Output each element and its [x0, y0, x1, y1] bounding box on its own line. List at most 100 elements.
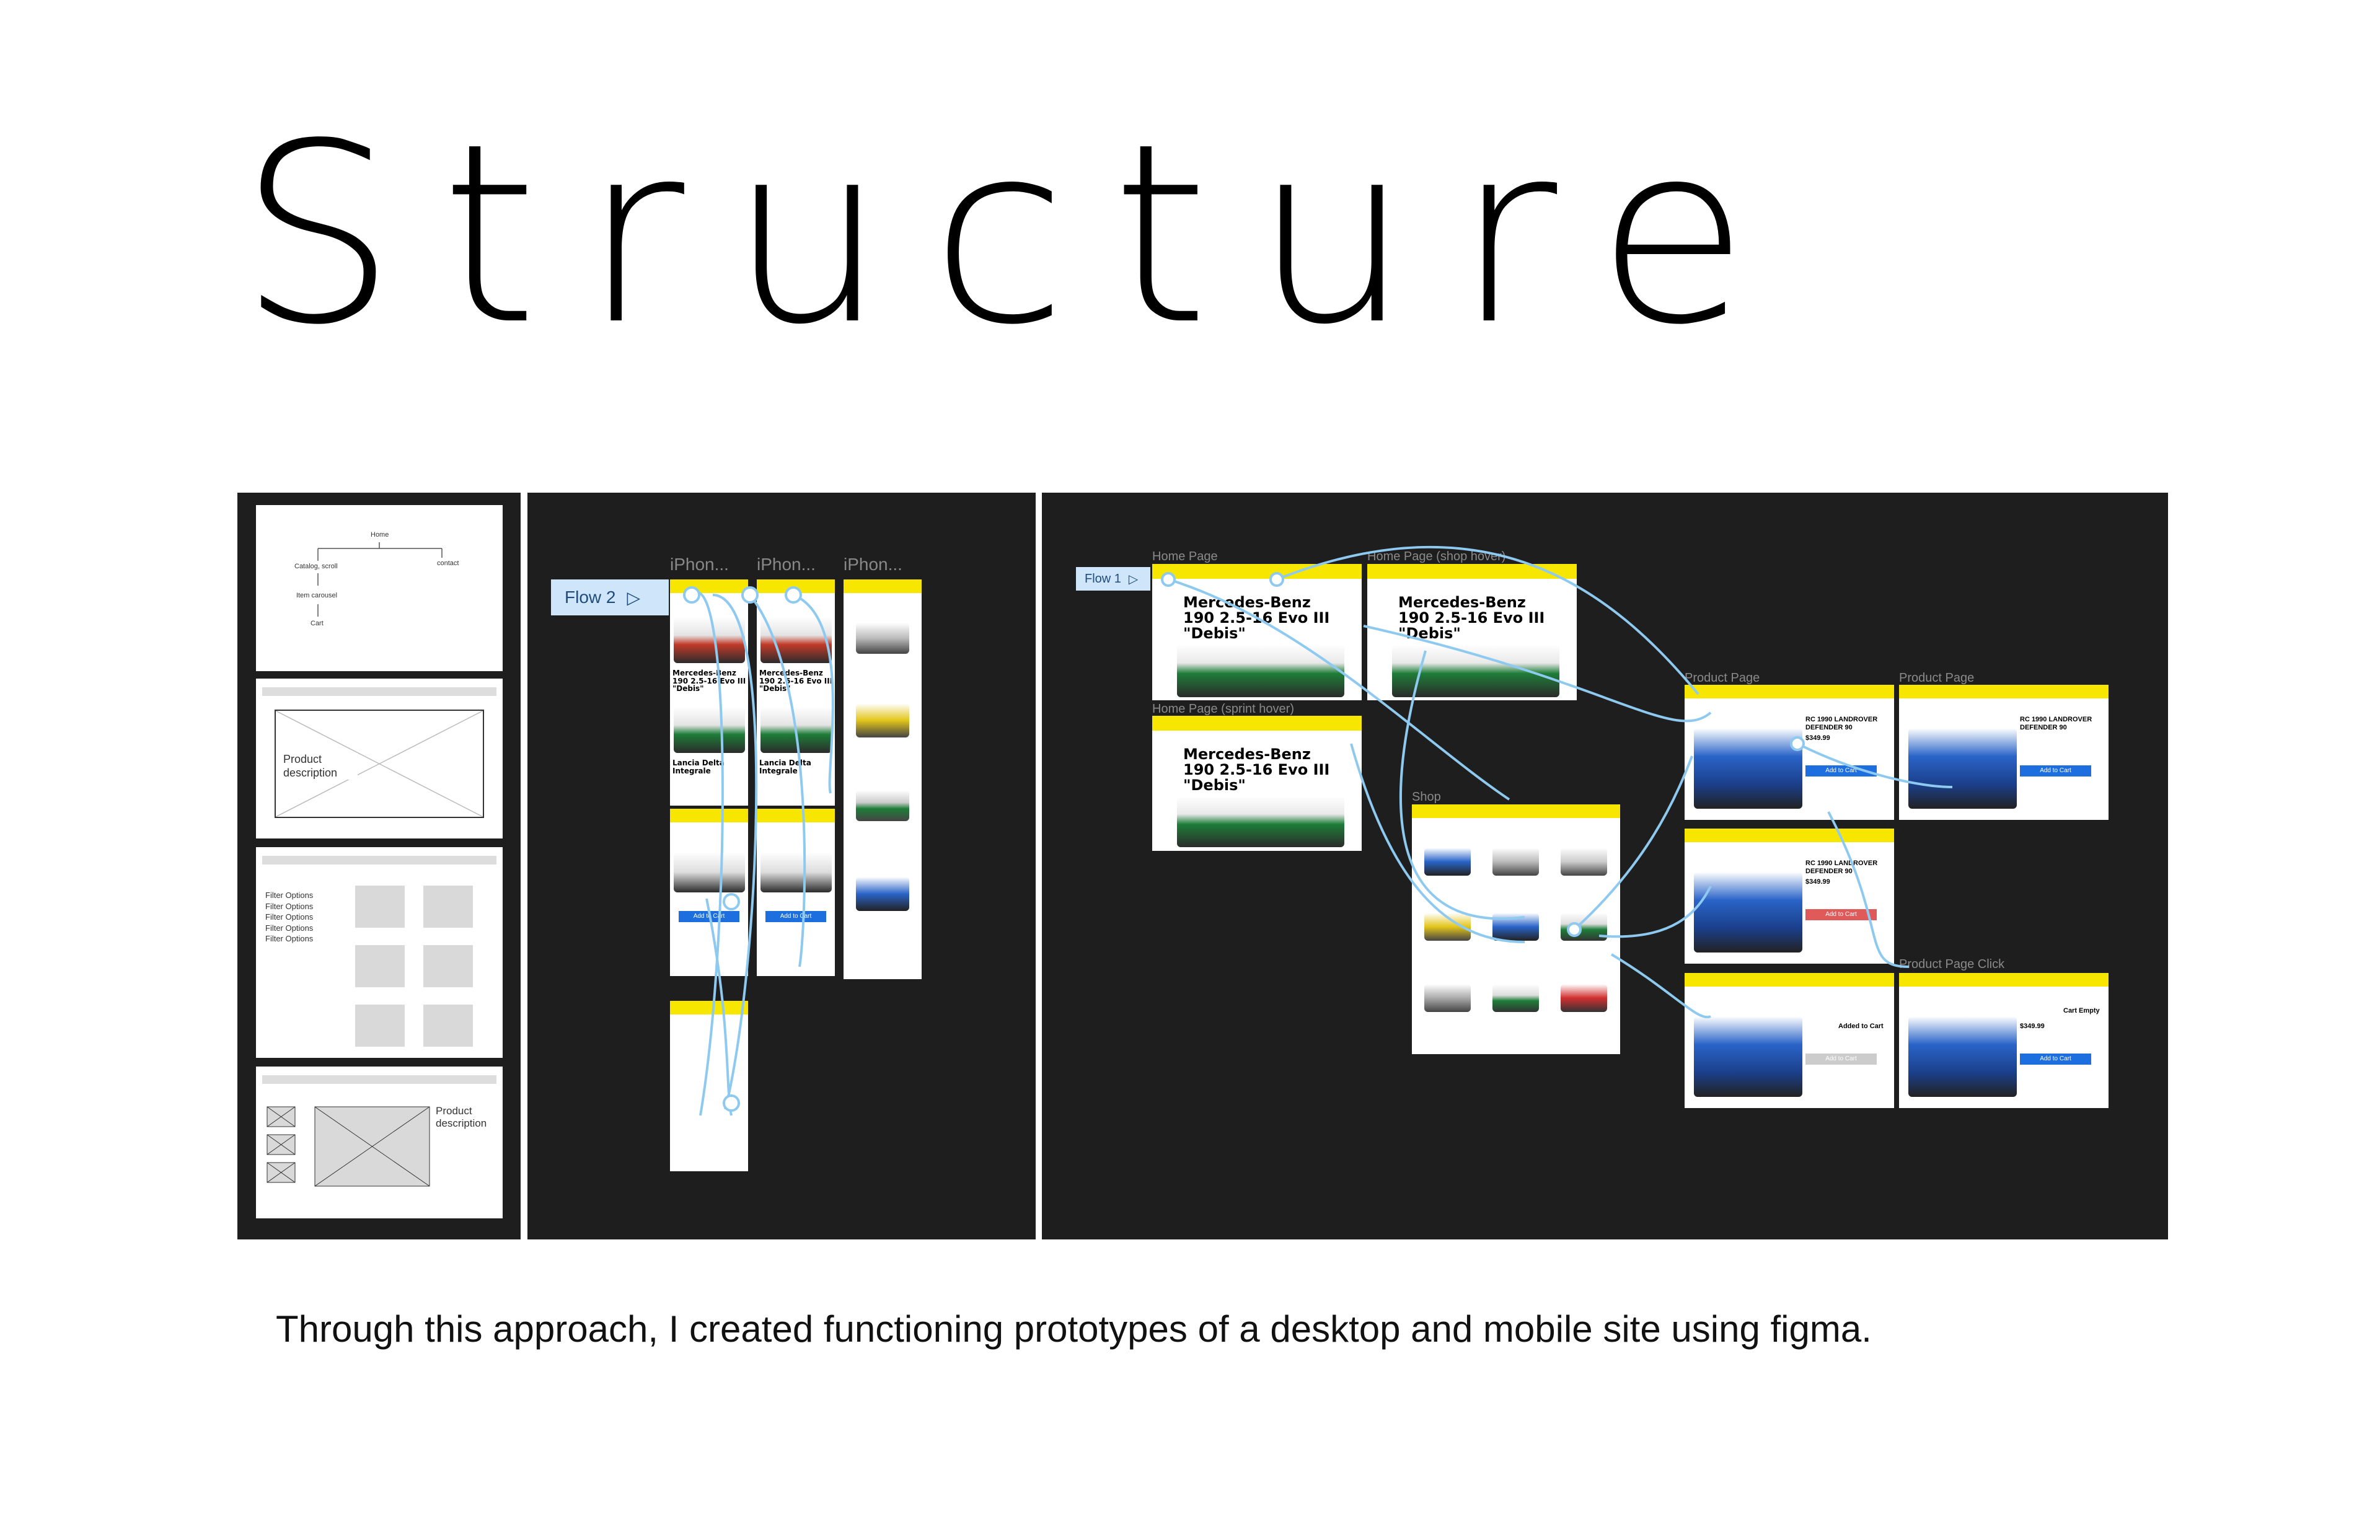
sitemap-cart: Cart — [311, 620, 324, 627]
product-price: $349.99 — [1805, 878, 1830, 886]
product-price: $349.99 — [1805, 734, 1830, 742]
product-tile — [423, 945, 473, 987]
car-image — [760, 617, 832, 663]
product-description-label: Product description — [283, 753, 358, 780]
car-image — [1694, 728, 1802, 809]
frame-label: Product Page — [1685, 671, 1760, 685]
product-name: RC 1990 LANDROVER DEFENDER 90 — [2020, 716, 2092, 732]
car-image — [1561, 913, 1607, 941]
add-to-cart-button[interactable]: Add to Cart — [1805, 909, 1877, 920]
add-to-cart-button[interactable]: Add to Cart — [2020, 765, 2091, 777]
product-click-frame[interactable]: Added to Cart Add to Cart — [1685, 973, 1894, 1108]
nav-bar — [262, 856, 496, 865]
hero-text: Lancia Delta Integrale — [672, 759, 725, 775]
mobile-product-screen-2[interactable]: Add to Cart — [757, 809, 835, 976]
frame-label: Home Page — [1152, 550, 1218, 563]
filter-option: Filter Options — [265, 934, 314, 944]
product-name: RC 1990 LANDROVER DEFENDER 90 — [1805, 716, 1878, 732]
flow-1-tag[interactable]: Flow 1 ▷ — [1076, 567, 1150, 591]
product-tile — [355, 945, 405, 987]
product-price: $349.99 — [2020, 1023, 2045, 1030]
sitemap-lines — [317, 542, 443, 617]
image-placeholder: Product description — [275, 710, 484, 818]
car-image — [674, 852, 745, 892]
car-image — [1392, 645, 1559, 697]
frame-label: iPhon... — [670, 555, 729, 574]
add-to-cart-button[interactable]: Add to Cart — [1805, 1054, 1877, 1065]
mobile-home-screen[interactable]: Mercedes-Benz 190 2.5-16 Evo III "Debis"… — [670, 579, 748, 806]
desktop-prototype-panel: Flow 1 ▷ Home Page Mercedes-Benz 190 2.5… — [1042, 493, 2168, 1239]
product-tile — [355, 886, 405, 928]
home-shop-hover-frame[interactable]: Mercedes-Benz 190 2.5-16 Evo III "Debis" — [1367, 564, 1577, 700]
product-name: RC 1990 LANDROVER DEFENDER 90 — [1805, 860, 1878, 876]
car-image — [1561, 848, 1607, 876]
mobile-prototype-panel: Flow 2 ▷ iPhon... iPhon... iPhon... Merc… — [527, 493, 1036, 1239]
add-to-cart-button[interactable]: Add to Cart — [765, 911, 826, 922]
frame-label: Home Page (sprint hover) — [1152, 702, 1294, 716]
car-image — [1694, 872, 1802, 953]
sitemap-item: Item carousel — [296, 592, 338, 599]
image-placeholders — [267, 1106, 430, 1187]
mobile-home-screen-2[interactable]: Mercedes-Benz 190 2.5-16 Evo III "Debis"… — [757, 579, 835, 806]
frame-label: Home Page (shop hover) — [1367, 550, 1506, 563]
car-image — [760, 852, 832, 892]
frame-label: iPhon... — [844, 555, 902, 574]
product-description-label: Product description — [436, 1105, 487, 1130]
car-image — [1177, 796, 1344, 847]
product-click-frame-2[interactable]: Cart Empty $349.99 Add to Cart — [1899, 973, 2109, 1108]
car-image — [1177, 645, 1344, 697]
car-image — [1694, 1016, 1802, 1097]
car-image — [856, 703, 909, 737]
sitemap-catalog: Catalog, scroll — [294, 563, 338, 570]
frame-label: Product Page — [1899, 671, 1975, 685]
car-image — [1492, 848, 1539, 876]
nav-bar — [262, 687, 496, 696]
sitemap-wireframe: Home Catalog, scroll contact Item carous… — [256, 505, 503, 671]
product-page-frame-3[interactable]: RC 1990 LANDROVER DEFENDER 90 $349.99 Ad… — [1685, 829, 1894, 964]
product-tile — [355, 1005, 405, 1047]
product-detail-wireframe: Product description — [256, 1067, 503, 1218]
add-to-cart-button[interactable]: Add to Cart — [679, 911, 739, 922]
add-to-cart-button[interactable]: Add to Cart — [2020, 1054, 2091, 1065]
filter-option: Filter Options — [265, 891, 314, 900]
product-wireframe: Product description — [256, 679, 503, 838]
car-image — [1424, 848, 1471, 876]
caption: Through this approach, I created functio… — [276, 1308, 1872, 1350]
product-page-frame-2[interactable]: RC 1990 LANDROVER DEFENDER 90 Add to Car… — [1899, 685, 2109, 820]
car-image — [674, 617, 745, 663]
car-image — [856, 623, 909, 654]
wireframes-panel: Home Catalog, scroll contact Item carous… — [237, 493, 521, 1239]
car-image — [1492, 984, 1539, 1012]
product-page-frame[interactable]: RC 1990 LANDROVER DEFENDER 90 $349.99 Ad… — [1685, 685, 1894, 820]
nav-bar — [262, 1075, 496, 1084]
cart-empty-label: Cart Empty — [2063, 1007, 2100, 1014]
hero-text: Mercedes-Benz 190 2.5-16 Evo III "Debis" — [672, 669, 746, 693]
mobile-shop-screen[interactable] — [844, 579, 922, 979]
flow-label: Flow 2 — [565, 587, 616, 607]
home-page-frame[interactable]: Mercedes-Benz 190 2.5-16 Evo III "Debis" — [1152, 564, 1362, 700]
mobile-product-screen[interactable]: Add to Cart — [670, 809, 748, 976]
home-sprint-hover-frame[interactable]: Mercedes-Benz 190 2.5-16 Evo III "Debis" — [1152, 716, 1362, 851]
page-title: Structure — [239, 91, 1794, 379]
mobile-cart-screen[interactable] — [670, 1001, 748, 1171]
play-icon: ▷ — [627, 587, 641, 607]
car-image — [856, 790, 909, 821]
filter-option: Filter Options — [265, 923, 314, 933]
frame-label: Product Page Click — [1899, 957, 2005, 971]
sitemap-home: Home — [371, 531, 389, 539]
play-icon: ▷ — [1128, 572, 1139, 586]
product-tile — [423, 886, 473, 928]
car-image — [1424, 984, 1471, 1012]
filter-option: Filter Options — [265, 901, 314, 911]
flow-2-tag[interactable]: Flow 2 ▷ — [551, 579, 669, 615]
hero-text: Mercedes-Benz 190 2.5-16 Evo III "Debis" — [1183, 746, 1330, 794]
add-to-cart-button[interactable]: Add to Cart — [1805, 765, 1877, 777]
sitemap-contact: contact — [437, 560, 459, 567]
car-image — [1908, 728, 2017, 809]
hero-text: Mercedes-Benz 190 2.5-16 Evo III "Debis" — [759, 669, 833, 693]
car-image — [1424, 913, 1471, 941]
car-image — [760, 706, 832, 753]
shop-frame[interactable] — [1412, 804, 1620, 1054]
car-image — [1561, 984, 1607, 1012]
frame-label: iPhon... — [757, 555, 816, 574]
